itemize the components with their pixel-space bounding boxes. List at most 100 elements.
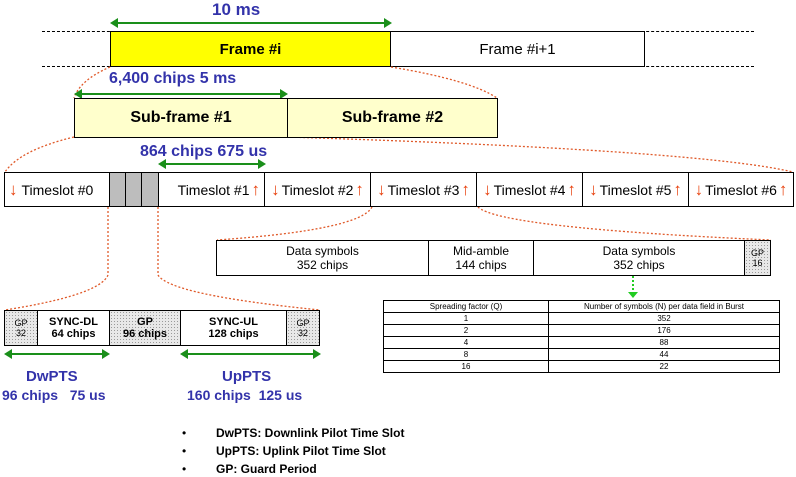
up-arrow-icon: ↑ xyxy=(778,180,788,199)
subframe-size-arrow xyxy=(74,89,288,99)
sync-ul-title: SYNC-UL xyxy=(209,316,258,328)
subframe-size-label: 6,400 chips 5 ms xyxy=(109,70,237,87)
table-row: 1 352 xyxy=(383,312,780,325)
dwpts-size-label: 96 chips 75 us xyxy=(2,387,106,403)
timeslot-2-label: Timeslot #2 xyxy=(281,181,354,198)
dwpts-arrow xyxy=(4,349,110,359)
sync-dl-chips: 64 chips xyxy=(51,328,96,340)
burst-midamble: Mid-amble 144 chips xyxy=(428,240,534,276)
table-header-row: Spreading factor (Q) Number of symbols (… xyxy=(383,300,780,313)
frame-i-label: Frame #i xyxy=(219,40,282,58)
legend-text: UpPTS: Uplink Pilot Time Slot xyxy=(216,444,386,458)
burst-data-symbols-1: Data symbols 352 chips xyxy=(216,240,429,276)
sub-frame-2: Sub-frame #2 xyxy=(287,98,498,138)
special-gp3-title: GP xyxy=(296,318,310,328)
burst-gp-value: 16 xyxy=(752,258,763,268)
slot3-to-burst-right xyxy=(477,206,772,241)
burst-data2-chips: 352 chips xyxy=(613,258,665,272)
timeslot-1: Timeslot #1 ↑ xyxy=(158,172,265,207)
timeslot-5-label: Timeslot #5 xyxy=(599,181,672,198)
frame-duration-arrow xyxy=(110,18,392,28)
table-cell-n: 44 xyxy=(548,348,780,361)
table-cell-q: 8 xyxy=(383,348,549,361)
down-arrow-icon: ↓ xyxy=(483,180,492,199)
gp-slot xyxy=(125,172,142,207)
table-row: 2 176 xyxy=(383,324,780,337)
sub-frame-2-label: Sub-frame #2 xyxy=(341,109,444,126)
up-arrow-icon: ↑ xyxy=(355,180,364,199)
table-cell-q: 16 xyxy=(383,360,549,373)
timeslot-0: ↓ Timeslot #0 xyxy=(4,172,110,207)
down-arrow-icon: ↓ xyxy=(271,180,280,199)
burst-gp: GP 16 xyxy=(744,240,771,276)
timeslot-4: ↓ Timeslot #4 ↑ xyxy=(476,172,583,207)
uppts-slot xyxy=(141,172,159,207)
burst-data2-title: Data symbols xyxy=(602,244,676,258)
special-gp3-value: 32 xyxy=(297,328,308,338)
frame-i-plus-1: Frame #i+1 xyxy=(390,31,645,67)
up-arrow-icon: ↑ xyxy=(251,180,261,199)
special-gp-3: GP 32 xyxy=(286,310,320,346)
table-header-q: Spreading factor (Q) xyxy=(383,300,549,313)
spreading-factor-table: Spreading factor (Q) Number of symbols (… xyxy=(383,300,780,373)
table-cell-q: 2 xyxy=(383,324,549,337)
up-arrow-icon: ↑ xyxy=(673,180,682,199)
burst-gp-title: GP xyxy=(750,248,764,258)
timeslot-0-label: Timeslot #0 xyxy=(21,181,94,198)
subframe-to-slots-right xyxy=(286,136,794,173)
bullet-icon: • xyxy=(182,462,187,476)
timeslot-6: ↓ Timeslot #6 ↑ xyxy=(688,172,794,207)
slots-to-special-left xyxy=(4,207,109,311)
frame-to-subframe-right xyxy=(390,66,498,99)
table-row: 8 44 xyxy=(383,348,780,361)
legend-item: • DwPTS: Downlink Pilot Time Slot xyxy=(182,426,404,440)
subframe-to-slots-left xyxy=(4,136,75,173)
sync-ul-chips: 128 chips xyxy=(208,328,259,340)
legend-item: • GP: Guard Period xyxy=(182,462,317,476)
burst-midamble-title: Mid-amble xyxy=(452,244,509,258)
frame-duration-label: 10 ms xyxy=(212,0,261,19)
frame-next-label: Frame #i+1 xyxy=(479,40,556,58)
table-row: 4 88 xyxy=(383,336,780,349)
legend-text: DwPTS: Downlink Pilot Time Slot xyxy=(216,426,405,440)
special-gp2-title: GP xyxy=(137,316,153,328)
up-arrow-icon: ↑ xyxy=(567,180,576,199)
slots-to-special-right xyxy=(157,207,321,311)
dwpts-slot xyxy=(109,172,126,207)
timeslot-4-label: Timeslot #4 xyxy=(493,181,566,198)
table-cell-n: 176 xyxy=(548,324,780,337)
burst-to-table-arrowhead xyxy=(628,292,638,298)
table-row: 16 22 xyxy=(383,360,780,373)
sync-dl: SYNC-DL 64 chips xyxy=(37,310,110,346)
slot3-to-burst-left xyxy=(216,206,373,241)
down-arrow-icon: ↓ xyxy=(377,180,386,199)
table-cell-q: 4 xyxy=(383,336,549,349)
up-arrow-icon: ↑ xyxy=(461,180,470,199)
burst-data1-title: Data symbols xyxy=(286,244,359,258)
legend-text: GP: Guard Period xyxy=(216,462,317,476)
special-gp-2: GP 96 chips xyxy=(109,310,181,346)
uppts-size-label: 160 chips 125 us xyxy=(187,387,303,403)
sync-ul: SYNC-UL 128 chips xyxy=(180,310,287,346)
table-cell-q: 1 xyxy=(383,312,549,325)
uppts-arrow xyxy=(180,349,321,359)
bullet-icon: • xyxy=(182,444,187,458)
burst-data1-chips: 352 chips xyxy=(296,258,349,272)
frame-i: Frame #i xyxy=(110,31,391,67)
down-arrow-icon: ↓ xyxy=(694,180,704,199)
special-gp1-value: 32 xyxy=(15,328,26,338)
timeslot-size-arrow xyxy=(158,159,266,169)
timeslot-3: ↓ Timeslot #3 ↑ xyxy=(370,172,477,207)
table-header-n: Number of symbols (N) per data field in … xyxy=(548,300,780,313)
timeslot-3-label: Timeslot #3 xyxy=(387,181,460,198)
down-arrow-icon: ↓ xyxy=(9,180,18,199)
timeslot-6-label: Timeslot #6 xyxy=(705,181,777,198)
bullet-icon: • xyxy=(182,426,187,440)
table-cell-n: 22 xyxy=(548,360,780,373)
legend-item: • UpPTS: Uplink Pilot Time Slot xyxy=(182,444,386,458)
special-gp1-title: GP xyxy=(14,318,28,328)
uppts-label: UpPTS xyxy=(222,368,272,385)
special-gp-1: GP 32 xyxy=(4,310,38,346)
timeslot-5: ↓ Timeslot #5 ↑ xyxy=(582,172,689,207)
sub-frame-1: Sub-frame #1 xyxy=(74,98,288,138)
